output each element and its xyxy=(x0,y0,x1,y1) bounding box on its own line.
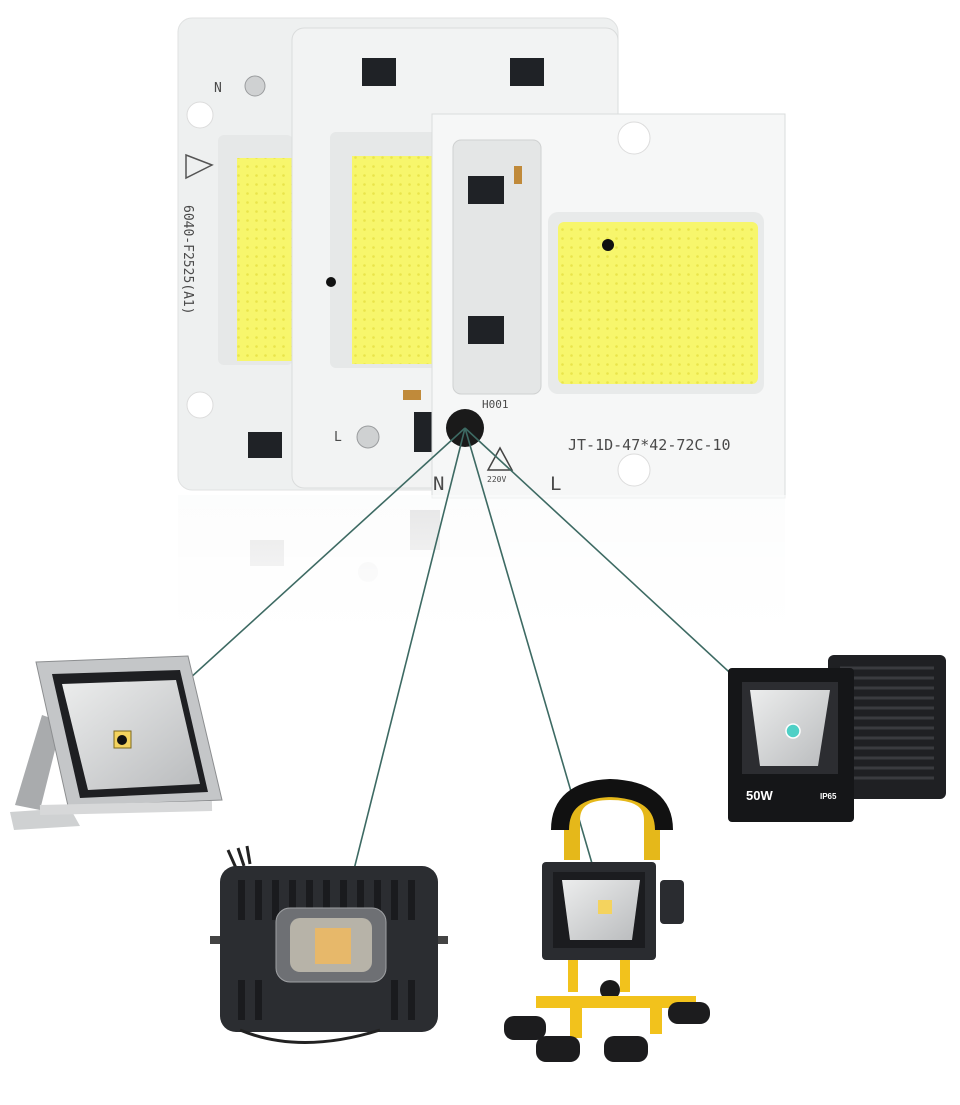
black-panel-floodlight: 50W IP65 xyxy=(728,655,946,822)
dark-finned-floodlight xyxy=(210,845,448,1044)
front-terminal-n: N xyxy=(433,473,444,495)
black-panel-rating: IP65 xyxy=(820,792,837,801)
voltage-mark: 220V xyxy=(487,475,506,484)
grey-floodlight xyxy=(10,655,223,830)
back-board-code: 6040-F2525(A1) xyxy=(180,205,195,315)
portable-work-light xyxy=(504,778,710,1062)
back-terminal-l: L xyxy=(334,430,342,445)
front-terminal-l: L xyxy=(550,473,561,495)
front-board-code: JT-1D-47*42-72C-10 xyxy=(568,436,731,454)
back-terminal-n: N xyxy=(214,81,222,96)
connector-line-portable-work-light xyxy=(464,427,606,909)
high-voltage-warning-icon xyxy=(486,446,514,471)
black-panel-wattage: 50W xyxy=(746,788,773,803)
warning-triangle-icon xyxy=(185,153,214,180)
cob-chip-front: H001 JT-1D-47*42-72C-10 N L 220V xyxy=(431,113,786,499)
connector-line-dark-floodlight xyxy=(334,427,466,946)
front-small-code: H001 xyxy=(482,398,509,411)
